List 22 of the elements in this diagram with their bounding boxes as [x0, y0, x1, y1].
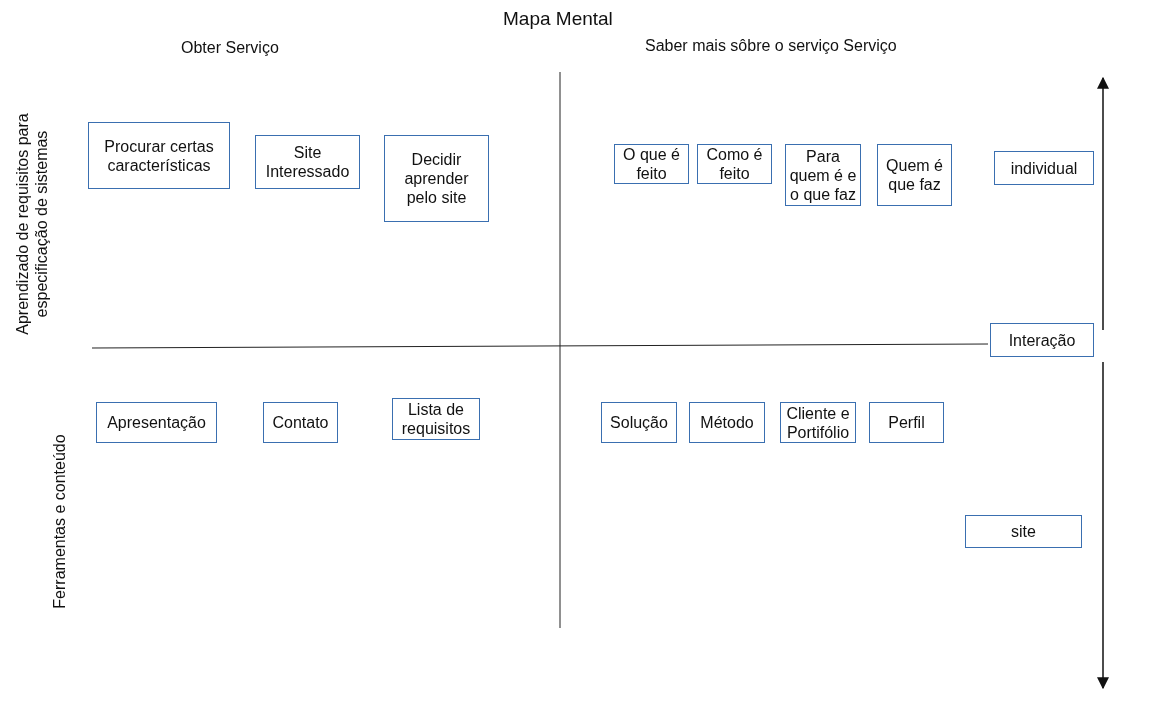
- text-box: site: [965, 515, 1082, 548]
- text-box: Método: [689, 402, 765, 443]
- text-box: Solução: [601, 402, 677, 443]
- text-box: Contato: [263, 402, 338, 443]
- text-box: Perfil: [869, 402, 944, 443]
- column-heading: Obter Serviço: [181, 39, 279, 57]
- title: Mapa Mental: [503, 8, 613, 30]
- column-heading: Saber mais sôbre o serviço Serviço: [645, 37, 897, 55]
- text-box: Site Interessado: [255, 135, 360, 189]
- text-box: Cliente e Portifólio: [780, 402, 856, 443]
- text-box: Quem é que faz: [877, 144, 952, 206]
- axis-label: Ferramentas e conteúdo: [49, 433, 69, 611]
- text-box: individual: [994, 151, 1094, 185]
- text-box: Decidir aprender pelo site: [384, 135, 489, 222]
- text-box: Procurar certas características: [88, 122, 230, 189]
- text-box: O que é feito: [614, 144, 689, 184]
- text-box: Apresentação: [96, 402, 217, 443]
- text-box: Lista de requisitos: [392, 398, 480, 440]
- axis-label: Aprendizado de requisitos para especificação de sistemas: [13, 112, 51, 337]
- text-box: Como é feito: [697, 144, 772, 184]
- text-box: Interação: [990, 323, 1094, 357]
- text-box: Para quem é e o que faz: [785, 144, 861, 206]
